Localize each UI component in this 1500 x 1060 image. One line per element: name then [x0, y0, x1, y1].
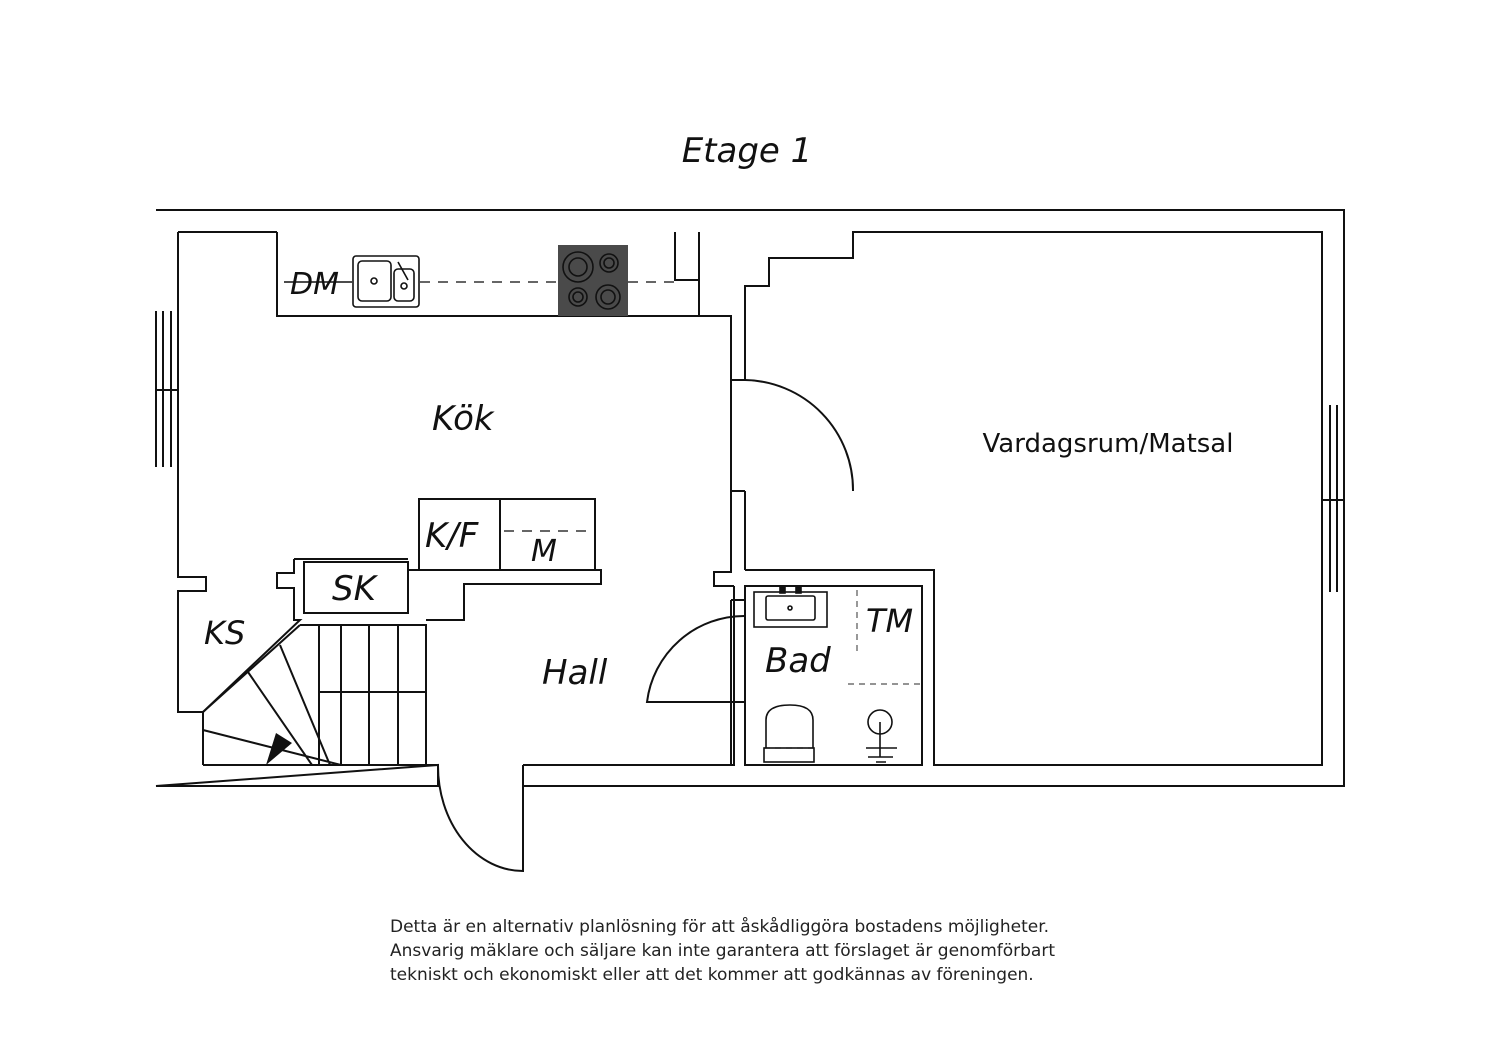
window-left [155, 311, 179, 467]
counter-shelf [407, 569, 602, 621]
door-kitchen-living [730, 379, 855, 492]
partition-wall [713, 490, 746, 587]
disclaimer-line: tekniskt och ekonomiskt eller att det ko… [390, 965, 1034, 985]
label-ks: KS [204, 614, 245, 652]
label-sk: SK [332, 569, 379, 609]
label-hall: Hall [542, 653, 608, 693]
sk-wall [202, 558, 408, 713]
disclaimer: Detta är en alternativ planlösning för a… [390, 915, 1150, 987]
shower-icon [866, 709, 897, 763]
disclaimer-line: Detta är en alternativ planlösning för a… [390, 917, 1050, 937]
inner-wall-left [177, 232, 207, 713]
kitchen-right-wall [698, 231, 1323, 766]
sk-closet [303, 561, 409, 614]
kitchen-sink-icon [352, 255, 420, 308]
label-bath: Bad [765, 641, 831, 681]
label-fridge: K/F [425, 516, 479, 556]
plan-title: Etage 1 [682, 131, 813, 171]
stove-icon [558, 245, 628, 316]
door-entrance [436, 764, 524, 873]
label-dm: DM [290, 267, 339, 302]
disclaimer-line: Ansvarig mäklare och säljare kan inte ga… [390, 941, 1056, 961]
door-bath [645, 614, 746, 703]
toilet-icon [763, 704, 815, 763]
kitchen-counter [276, 232, 699, 317]
window-right [1321, 405, 1345, 592]
label-living: Vardagsrum/Matsal [983, 429, 1234, 459]
label-microwave: M [531, 534, 557, 569]
label-tm: TM [866, 602, 913, 640]
bath-sink-icon [753, 586, 828, 628]
stair-arrow-icon [266, 733, 292, 765]
label-kitchen: Kök [432, 399, 495, 439]
